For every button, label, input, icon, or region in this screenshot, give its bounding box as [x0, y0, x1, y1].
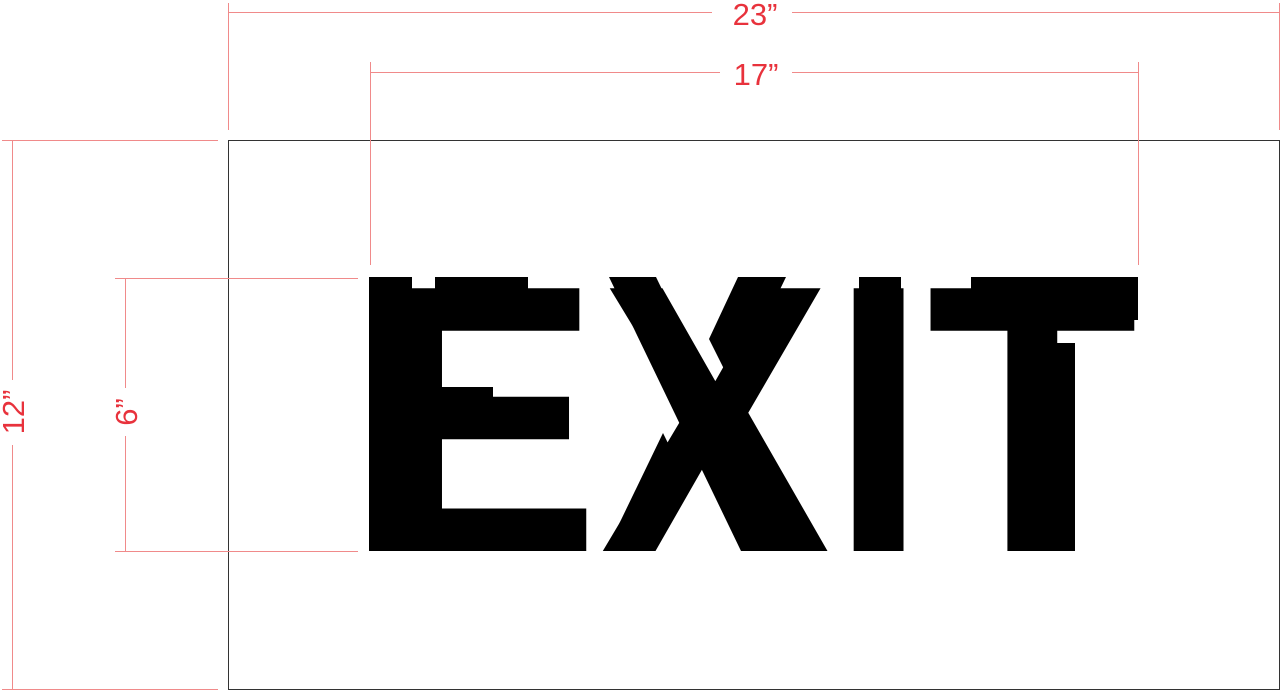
text-width-label: 17” — [734, 57, 779, 92]
overall-width-dimension: 23” — [228, 0, 1280, 130]
stencil-letter-e — [369, 277, 537, 551]
stencil-letter-t — [971, 277, 1138, 551]
stencil-letter-i — [859, 277, 901, 551]
letter-height-dimension: 6” — [109, 278, 358, 552]
overall-height-label: 12” — [0, 390, 31, 435]
text-width-dimension: 17” — [370, 57, 1139, 265]
stencil-letter-x — [606, 277, 789, 551]
letter-height-label: 6” — [109, 398, 144, 426]
stencil-lettering: EXIT — [369, 205, 1138, 632]
overall-width-label: 23” — [733, 0, 778, 32]
